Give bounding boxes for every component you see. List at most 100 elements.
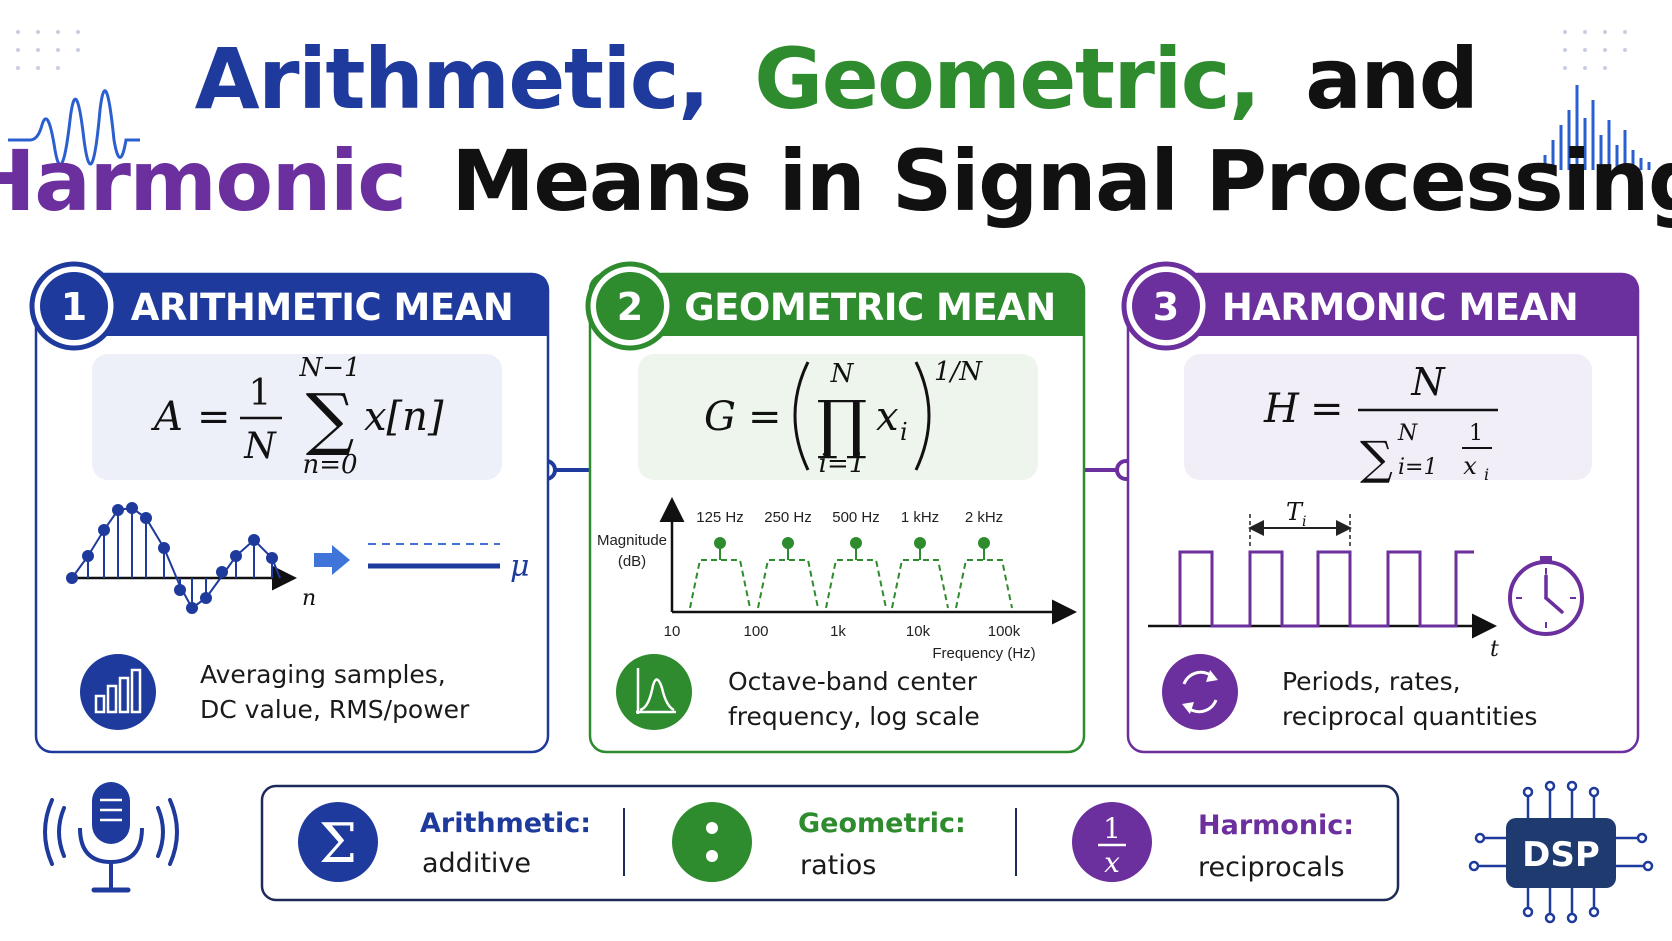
- panel-arithmetic-header: [76, 274, 548, 336]
- bar-chart-icon: [80, 654, 156, 730]
- x-tick-10k: 10k: [906, 623, 931, 640]
- badge-1-number: 1: [61, 285, 87, 329]
- octave-bands: [689, 559, 1013, 609]
- formula-arithmetic: A = 1 N N−1 ∑ n=0 x[n]: [150, 353, 444, 480]
- formula-geometric: G = N ∏ i=1 x i 1/N: [704, 357, 983, 479]
- band-label-125: 125 Hz: [696, 509, 744, 526]
- formula-a-lhs: A: [150, 394, 183, 440]
- bell-curve-icon: [616, 654, 692, 730]
- summary-arithmetic-value: additive: [422, 848, 531, 879]
- octave-x-label: Frequency (Hz): [932, 645, 1035, 662]
- desc-harmonic-line1: Periods, rates,: [1282, 667, 1461, 696]
- right-arrow-icon: [314, 545, 350, 575]
- heading-harmonic: HARMONIC MEAN: [1222, 286, 1578, 329]
- desc-geometric-line2: frequency, log scale: [728, 702, 980, 731]
- formula-g-prod: ∏: [817, 388, 868, 462]
- formula-box-geometric: [638, 354, 1038, 480]
- formula-h-num: N: [1410, 360, 1446, 404]
- formula-h-sum-upper: N: [1397, 421, 1418, 446]
- formula-h-inner-den-sub: i: [1484, 465, 1489, 484]
- summary-reciprocal-num: 1: [1103, 812, 1121, 845]
- summary-geometric-label: Geometric:: [798, 808, 966, 839]
- formula-g-prod-lower: i=1: [819, 449, 866, 479]
- sigma-icon: [298, 802, 378, 882]
- panel-arithmetic: 1 ARITHMETIC MEAN A = 1 N N−1 ∑ n=0 x[n]: [29, 261, 550, 754]
- formula-harmonic: H = N ∑ N i=1 1 x i: [1263, 360, 1498, 485]
- formula-a-sum-upper: N−1: [298, 353, 360, 383]
- formula-g-lhs: G: [704, 394, 736, 440]
- formula-a-frac-num: 1: [249, 373, 272, 414]
- summary-reciprocal-den: x: [1104, 846, 1120, 879]
- period-label-sub: i: [1302, 514, 1306, 530]
- ratio-dot-top: [706, 822, 718, 834]
- octave-center-markers: [714, 537, 990, 560]
- formula-a-sum-lower: n=0: [302, 450, 357, 480]
- formula-h-lhs: H: [1263, 386, 1300, 432]
- panel-harmonic: 3 HARMONIC MEAN H = N ∑ N i=1 1 x i T i …: [1121, 261, 1640, 754]
- octave-y-label-1: Magnitude: [597, 532, 667, 549]
- period-label: T: [1286, 498, 1304, 526]
- formula-a-term: x[n]: [364, 394, 444, 440]
- formula-a-sigma: ∑: [306, 380, 355, 459]
- formula-h-inner-num: 1: [1469, 421, 1483, 446]
- badge-3-inner: [1132, 272, 1200, 340]
- x-tick-100: 100: [743, 623, 768, 640]
- waveform-icon: [8, 89, 140, 166]
- title-line-2: Harmonic Means in Signal Processing: [0, 132, 1672, 230]
- stem-plot-arithmetic: n μ: [66, 502, 530, 614]
- formula-g-left-paren: [793, 361, 810, 471]
- title-arithmetic: Arithmetic,: [195, 30, 709, 128]
- pulse-train: [1178, 550, 1474, 628]
- formula-h-eq: =: [1310, 386, 1344, 432]
- x-tick-10: 10: [664, 623, 681, 640]
- badge-1-inner: [40, 272, 108, 340]
- heading-geometric: GEOMETRIC MEAN: [684, 286, 1055, 329]
- reciprocal-icon: [1072, 802, 1152, 882]
- summary-harmonic-label: Harmonic:: [1198, 810, 1354, 841]
- title-line-1: Arithmetic, Geometric, and: [195, 30, 1478, 128]
- desc-arithmetic-line2: DC value, RMS/power: [200, 695, 470, 724]
- spectrum-bars-icon: [1543, 85, 1651, 170]
- formula-h-sigma: ∑: [1360, 431, 1393, 485]
- band-label-2k: 2 kHz: [965, 509, 1003, 526]
- band-label-500: 500 Hz: [832, 509, 880, 526]
- dot-grid-right: [1563, 30, 1627, 70]
- panel-geometric-header: [630, 274, 1084, 336]
- band-label-1k: 1 kHz: [901, 509, 939, 526]
- ratio-dot-bottom: [706, 850, 718, 862]
- desc-arithmetic-line1: Averaging samples,: [200, 660, 446, 689]
- formula-g-term: x: [876, 394, 899, 440]
- formula-g-right-paren: [914, 361, 931, 471]
- x-tick-100k: 100k: [988, 623, 1021, 640]
- formula-h-inner-den: x: [1463, 452, 1477, 480]
- summary-geometric-value: ratios: [800, 850, 876, 881]
- cycle-arrows-icon: [1162, 654, 1238, 730]
- stem-samples: [66, 502, 278, 614]
- title-and: and: [1305, 30, 1477, 128]
- title-rest: Means in Signal Processing: [451, 132, 1672, 230]
- summary-bar: Σ Arithmetic: additive Geometric: ratios…: [260, 784, 1400, 902]
- summary-arithmetic-label: Arithmetic:: [420, 808, 591, 839]
- clock-icon: [1508, 556, 1584, 636]
- summary-harmonic-value: reciprocals: [1198, 852, 1345, 883]
- summary-sigma-symbol: Σ: [319, 812, 357, 875]
- badge-2-number: 2: [617, 285, 643, 329]
- formula-box-arithmetic: [92, 354, 502, 480]
- mean-symbol: μ: [510, 549, 530, 584]
- badge-3-number: 3: [1153, 285, 1179, 329]
- x-tick-1k: 1k: [830, 623, 846, 640]
- octave-band-plot: Magnitude (dB) 125 Hz 250 Hz 500 Hz 1 kH…: [597, 497, 1077, 662]
- panel-geometric: 2 GEOMETRIC MEAN G = N ∏ i=1 x i 1/N Mag…: [585, 261, 1086, 754]
- pulse-train-plot: T i t: [1148, 498, 1499, 662]
- formula-a-eq: =: [197, 394, 231, 440]
- formula-g-prod-upper: N: [830, 359, 855, 389]
- band-label-250: 250 Hz: [764, 509, 812, 526]
- title-geometric: Geometric,: [754, 30, 1259, 128]
- dsp-chip-label: DSP: [1522, 835, 1600, 875]
- octave-y-label-2: (dB): [618, 553, 646, 570]
- ratio-icon: [672, 802, 752, 882]
- badge-2-inner: [596, 272, 664, 340]
- formula-g-eq: =: [748, 394, 782, 440]
- formula-g-term-sub: i: [900, 418, 908, 446]
